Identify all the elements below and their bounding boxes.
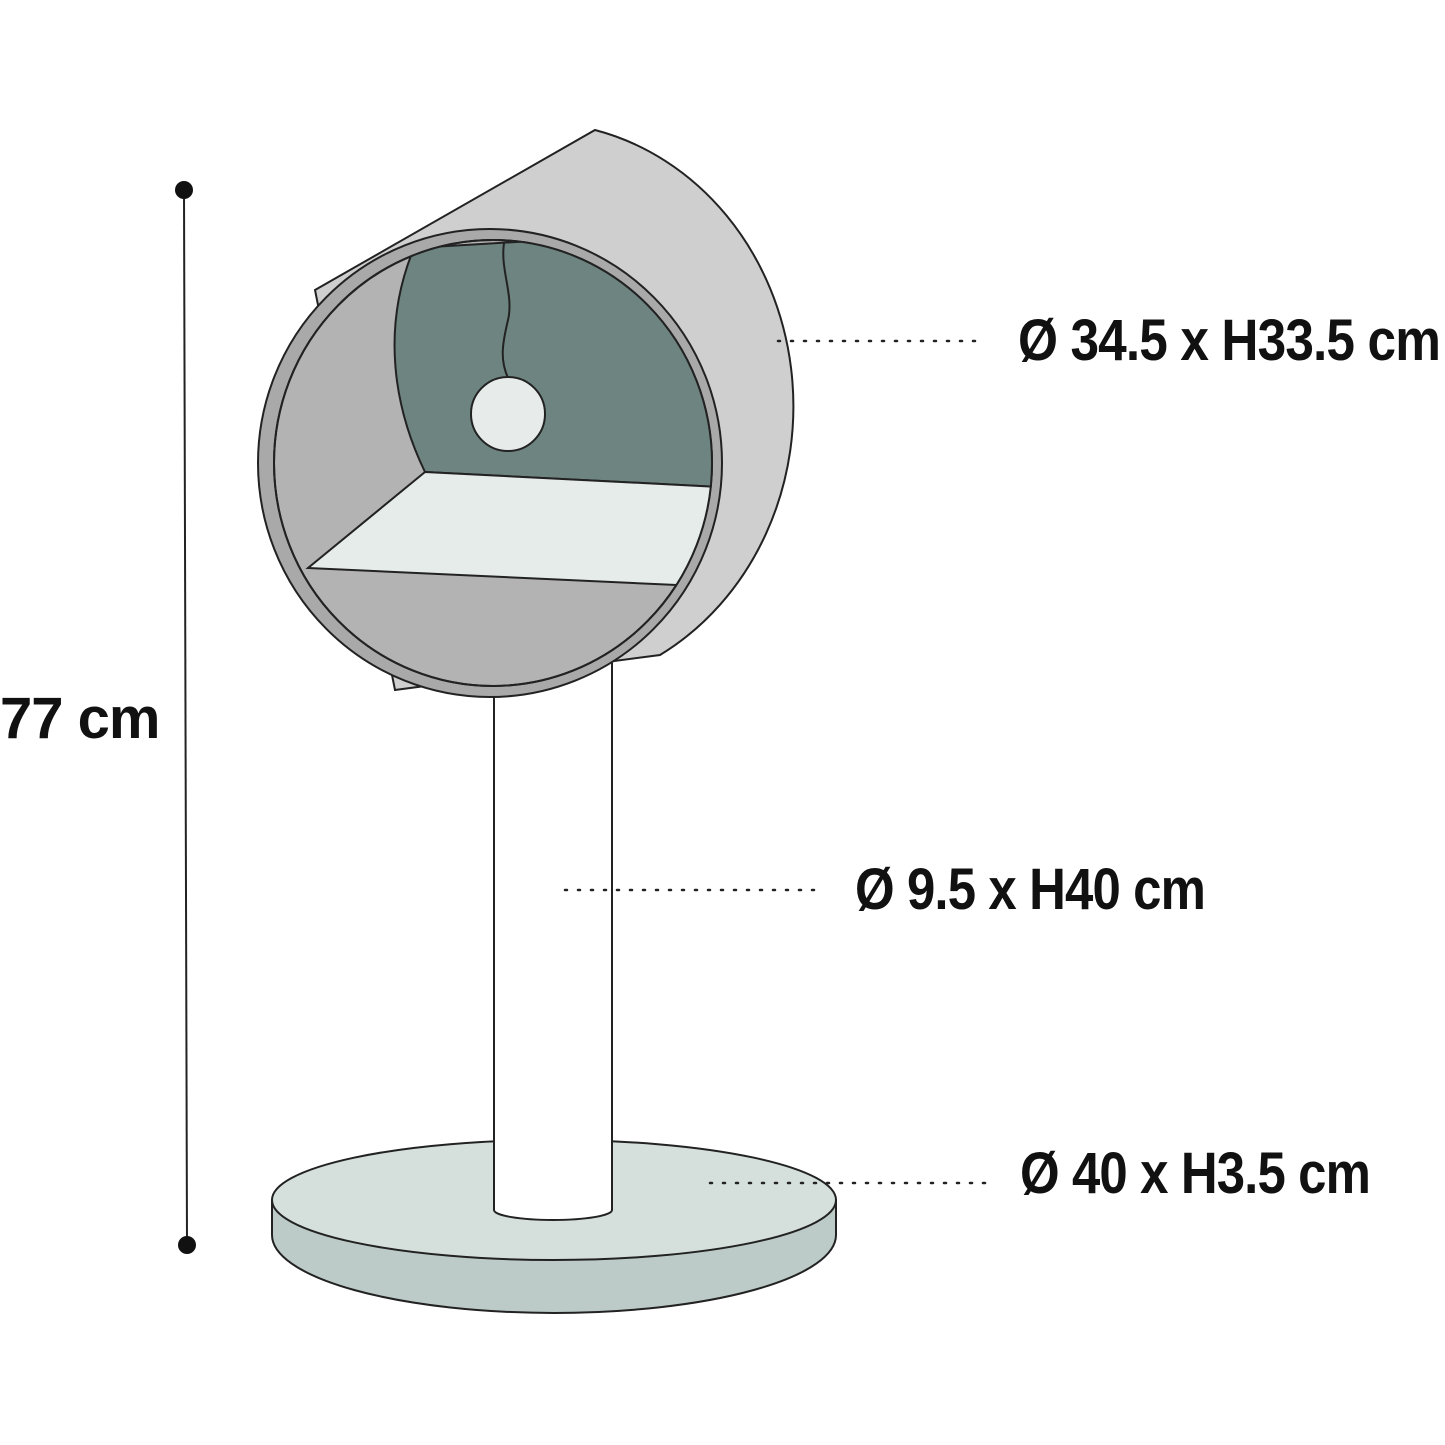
bed-tube xyxy=(257,128,795,698)
bed-floor xyxy=(305,470,712,589)
total-height-label: 77 cm xyxy=(0,686,159,751)
bed-dimension-label: Ø 34.5 x H33.5 cm xyxy=(1018,308,1440,373)
height-top-dot xyxy=(175,181,193,199)
post-dimension-label: Ø 9.5 x H40 cm xyxy=(855,857,1205,922)
base-dimension-label: Ø 40 x H3.5 cm xyxy=(1020,1141,1370,1206)
height-bottom-dot xyxy=(178,1236,196,1254)
toy-ball xyxy=(470,376,546,452)
height-dimension-line xyxy=(175,181,196,1254)
toy-string xyxy=(501,242,511,379)
scratching-post xyxy=(493,639,613,1221)
